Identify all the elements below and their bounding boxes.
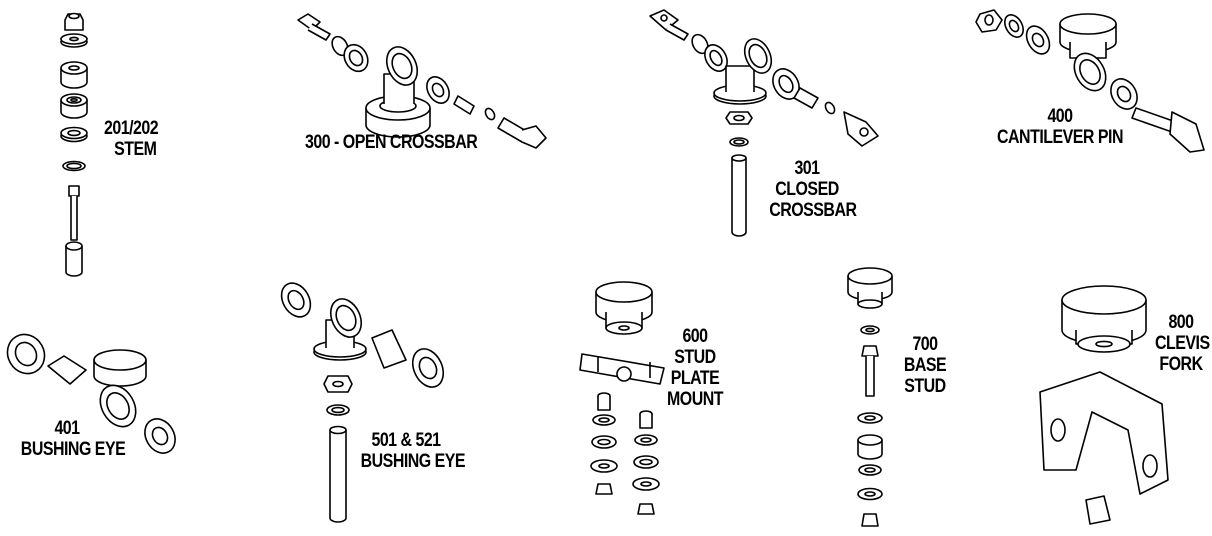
base-stud-assembly — [847, 267, 893, 527]
stud-stack-right — [632, 410, 660, 515]
label-clevis-fork: 800 CLEVIS FORK — [1154, 312, 1210, 375]
bushing-eye-501-assembly — [280, 282, 445, 523]
closed-crossbar-assembly — [649, 9, 879, 237]
stud-stack-left — [590, 392, 618, 495]
label-bushing-eye-401: 401 BUSHING EYE — [20, 418, 126, 460]
cantilever-pin-assembly — [975, 9, 1205, 153]
label-base-stud: 700 BASE STUD — [903, 334, 947, 397]
label-stem: 201/202 STEM — [104, 118, 159, 160]
label-bushing-eye-501: 501 & 521 BUSHING EYE — [360, 430, 466, 472]
open-crossbar-assembly — [297, 13, 547, 149]
label-open-crossbar: 300 - OPEN CROSSBAR — [305, 132, 478, 153]
stem-assembly — [60, 12, 88, 277]
stud-plate-mount-assembly — [579, 281, 665, 515]
label-stud-plate-mount: 600 STUD PLATE MOUNT — [667, 326, 723, 410]
label-closed-crossbar: 301 CLOSED CROSSBAR — [769, 158, 857, 221]
bushing-eye-401-assembly — [6, 333, 176, 454]
label-cantilever-pin: 400 CANTILEVER PIN — [997, 106, 1123, 148]
clevis-fork-assembly — [1039, 285, 1169, 525]
